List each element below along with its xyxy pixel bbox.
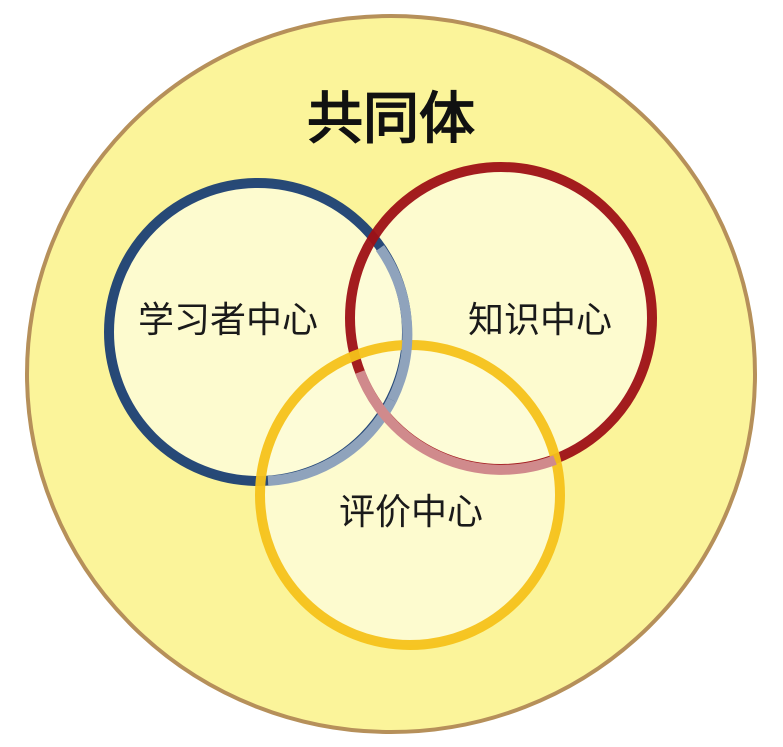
assessment-center-label: 评价中心 [339, 492, 483, 533]
learner-ring-overlap-segment [375, 245, 413, 403]
community-title: 共同体 [307, 87, 475, 152]
knowledge-center-label: 知识中心 [468, 300, 612, 341]
learner-center-label: 学习者中心 [138, 300, 318, 341]
assessment-circle-fill [260, 345, 560, 645]
knowledge-ring-overlap-segment [355, 370, 557, 475]
